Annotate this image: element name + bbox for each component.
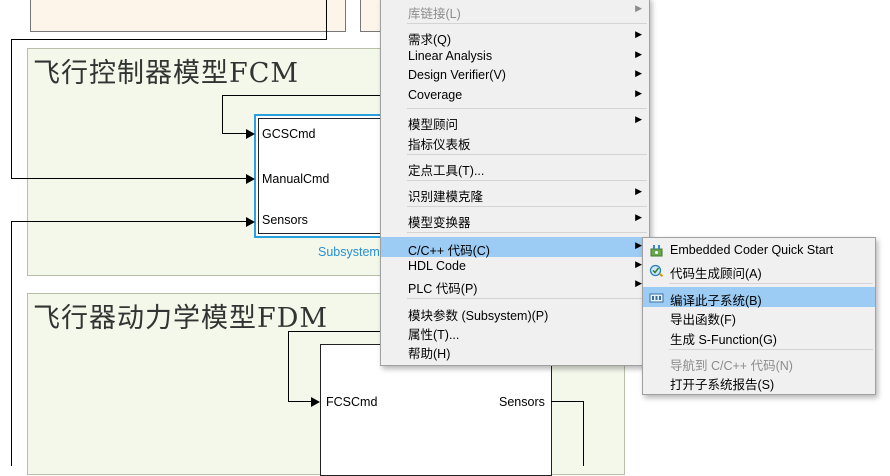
signal-line-manualcmd — [11, 178, 247, 179]
context-menu[interactable]: 库链接(L)▶ 需求(Q)▶ Linear Analysis▶ Design V… — [380, 0, 650, 366]
embedded-coder-icon — [649, 243, 664, 258]
subsystem-port-sensors: Sensors — [262, 213, 308, 227]
signal-line-manualcmd-vertical-top — [326, 0, 327, 40]
signal-line-manualcmd-top — [11, 39, 327, 40]
signal-line-gcscmd — [222, 133, 247, 134]
menu-separator — [407, 206, 647, 207]
menu-item-metrics-dashboard[interactable]: 指标仪表板 — [408, 138, 471, 152]
submenu-item-build-subsystem[interactable]: 编译此子系统(B) — [643, 287, 875, 308]
subsystem-label: Subsystem — [318, 245, 380, 259]
menu-item-plc-code[interactable]: PLC 代码(P)▶ — [408, 278, 642, 296]
submenu-arrow-icon: ▶ — [635, 29, 642, 39]
menu-item-properties[interactable]: 属性(T)... — [408, 328, 460, 342]
signal-line-gcscmd-left — [222, 95, 223, 134]
submenu-item-code-generation-advisor[interactable]: 代码生成顾问(A) — [643, 261, 875, 281]
signal-line-sensors — [11, 221, 247, 222]
manualcmd-arrow-icon — [246, 174, 255, 184]
menu-separator — [407, 23, 647, 24]
submenu-item-embedded-coder-quick-start[interactable]: Embedded Coder Quick Start — [643, 241, 875, 260]
menu-item-block-parameters[interactable]: 模块参数 (Subsystem)(P) — [408, 309, 549, 323]
signal-line-sensors-left — [11, 221, 12, 466]
gcscmd-arrow-icon — [246, 129, 255, 139]
menu-item-model-advisor[interactable]: 模型顾问▶ — [408, 114, 642, 132]
menu-item-design-verifier[interactable]: Design Verifier(V)▶ — [408, 68, 642, 82]
menu-separator — [669, 283, 873, 284]
menu-item-identify-clones[interactable]: 识别建模克隆▶ — [408, 186, 642, 204]
menu-item-cpp-code[interactable]: C/C++ 代码(C)▶ — [381, 237, 649, 258]
submenu-item-generate-s-function[interactable]: 生成 S-Function(G) — [670, 333, 777, 347]
fcscmd-arrow-icon — [311, 397, 320, 407]
submenu-item-navigate-to-code[interactable]: 导航到 C/C++ 代码(N) — [670, 359, 793, 373]
signal-line-fdm-sensors — [551, 401, 583, 402]
signal-line-gcscmd-top — [222, 95, 382, 96]
signal-line-fcscmd — [288, 401, 312, 402]
submenu-arrow-icon: ▶ — [635, 186, 642, 196]
subsystem-port-manualcmd: ManualCmd — [262, 172, 330, 186]
submenu-arrow-icon: ▶ — [635, 114, 642, 124]
top-block-left[interactable] — [30, 0, 346, 32]
signal-line-fcscmd-left — [288, 331, 289, 402]
menu-item-coverage[interactable]: Coverage▶ — [408, 88, 642, 102]
menu-separator — [407, 232, 647, 233]
code-advisor-icon — [649, 263, 664, 278]
submenu-arrow-icon: ▶ — [635, 88, 642, 98]
fcm-area-title: 飞行控制器模型FCM — [33, 58, 300, 89]
fdm-area-title: 飞行器动力学模型FDM — [33, 303, 329, 334]
submenu-arrow-icon: ▶ — [635, 278, 642, 288]
fdm-port-fcscmd: FCSCmd — [326, 395, 378, 409]
menu-item-library-link[interactable]: 库链接(L)▶ — [408, 3, 642, 21]
menu-item-help[interactable]: 帮助(H) — [408, 347, 451, 361]
submenu-arrow-icon: ▶ — [635, 212, 642, 222]
submenu-arrow-icon: ▶ — [635, 49, 642, 59]
menu-item-requirements[interactable]: 需求(Q)▶ — [408, 29, 642, 47]
submenu-arrow-icon: ▶ — [635, 240, 642, 250]
submenu-arrow-icon: ▶ — [635, 259, 642, 269]
sensors-arrow-icon — [246, 217, 255, 227]
menu-item-hdl-code[interactable]: HDL Code▶ — [408, 259, 642, 273]
menu-separator — [407, 298, 647, 299]
submenu-item-export-functions[interactable]: 导出函数(F) — [670, 313, 736, 327]
menu-separator — [669, 349, 873, 350]
menu-separator — [407, 154, 647, 155]
menu-item-model-transformer[interactable]: 模型变换器▶ — [408, 212, 642, 230]
signal-line-fdm-sensors-down — [583, 401, 584, 466]
cpp-code-submenu[interactable]: Embedded Coder Quick Start 代码生成顾问(A) 编译此… — [642, 237, 876, 395]
menu-separator — [407, 180, 647, 181]
signal-line-fcscmd-top — [288, 331, 380, 332]
submenu-arrow-icon: ▶ — [635, 68, 642, 78]
fdm-port-sensors: Sensors — [499, 395, 545, 409]
menu-separator — [407, 108, 647, 109]
signal-line-manualcmd-left — [11, 39, 12, 179]
menu-item-linear-analysis[interactable]: Linear Analysis▶ — [408, 49, 642, 63]
submenu-item-open-subsystem-report[interactable]: 打开子系统报告(S) — [670, 378, 775, 392]
subsystem-port-gcscmd: GCSCmd — [262, 127, 316, 141]
build-subsystem-icon — [649, 290, 664, 305]
submenu-arrow-icon: ▶ — [635, 3, 642, 13]
menu-item-fixed-point-tool[interactable]: 定点工具(T)... — [408, 164, 485, 178]
subsystem-block[interactable] — [254, 114, 386, 238]
